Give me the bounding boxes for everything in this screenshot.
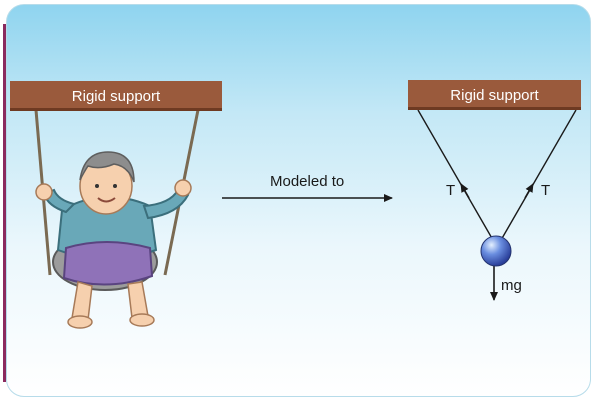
weight-label: mg: [501, 277, 522, 294]
right-support-label: Rigid support: [450, 86, 539, 104]
tension-right-label: T: [541, 182, 551, 199]
tension-left-label: T: [446, 182, 456, 199]
left-support-label: Rigid support: [71, 87, 161, 105]
child-on-swing-illustration: [35, 151, 192, 329]
tension-arrow-right: [524, 183, 534, 199]
right-rigid-support: Rigid support: [408, 80, 581, 110]
modeled-to-label: Modeled to: [270, 173, 345, 190]
pendulum-bob: [480, 235, 512, 267]
left-accent-rule: [3, 24, 6, 382]
pendulum-strings: [417, 109, 577, 248]
left-rigid-support: Rigid support: [10, 81, 222, 111]
tension-arrow-left: [460, 183, 470, 199]
